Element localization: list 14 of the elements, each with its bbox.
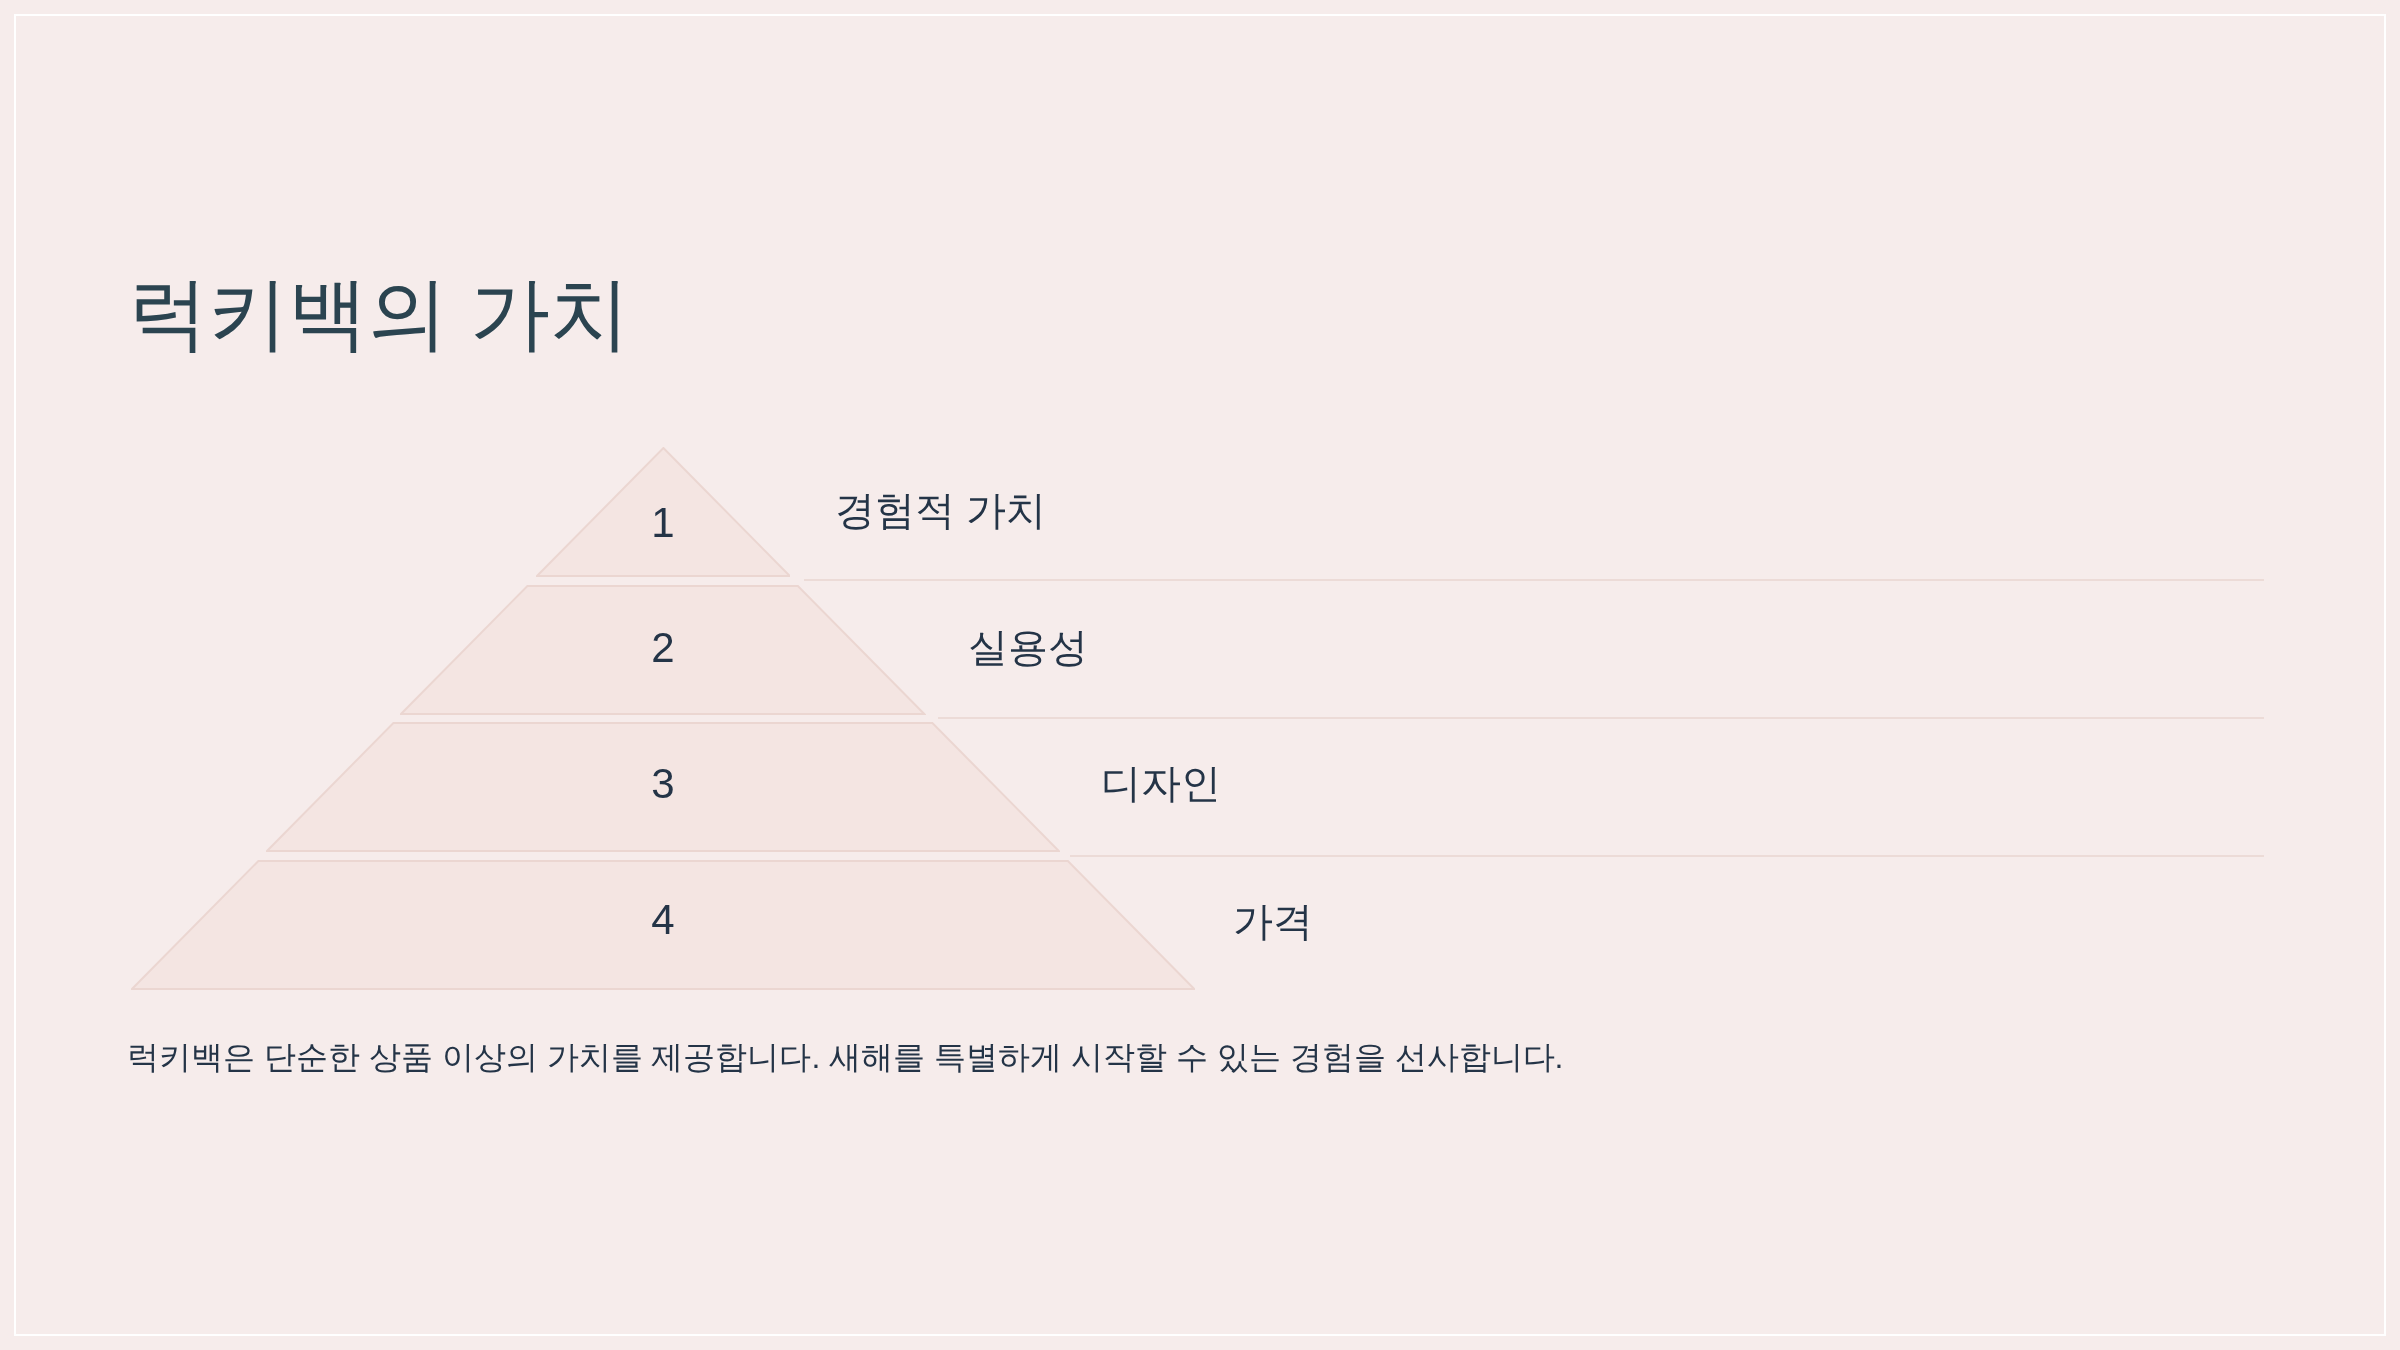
pyramid-tier: [266, 722, 1060, 852]
tier-number: 3: [651, 763, 675, 805]
tier-label: 가격: [1233, 898, 1313, 944]
tier-label: 실용성: [968, 624, 1088, 670]
tier-number: 4: [651, 899, 675, 941]
pyramid-tier: [400, 585, 926, 715]
slide-title: 럭키백의 가치: [128, 270, 631, 358]
tier-label: 경험적 가치: [835, 487, 1047, 533]
pyramid-tier: [130, 860, 1196, 990]
pyramid-tier: [535, 447, 791, 577]
tier-label: 디자인: [1101, 760, 1221, 806]
tier-number: 1: [651, 502, 675, 544]
tier-number: 2: [651, 627, 675, 669]
caption-text: 럭키백은 단순한 상품 이상의 가치를 제공합니다. 새해를 특별하게 시작할 수 있는 경험을 선사합니다.: [127, 1038, 1564, 1077]
